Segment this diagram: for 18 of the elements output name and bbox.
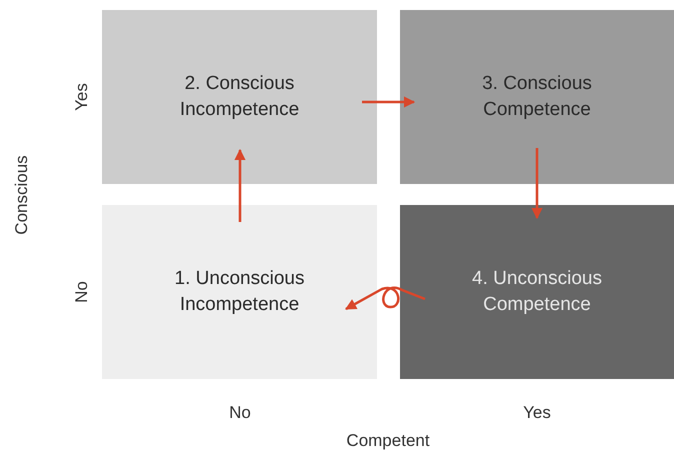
axis-value: Yes [523,403,551,423]
axis-title: Competent [346,431,430,451]
arrow [531,148,543,220]
arrow [345,286,426,310]
axis-title: Conscious [12,155,32,235]
arrow [362,96,416,108]
quadrant-label: 1. Unconscious Incompetence [174,267,306,317]
axis-value: No [72,281,92,303]
quadrant-box [102,205,377,379]
axis-value: No [229,403,251,423]
quadrant-label: 3. Conscious Competence [481,72,593,122]
quadrant-box [400,10,674,184]
arrow [234,148,246,222]
quadrant-box [102,10,377,184]
quadrant-box [400,205,674,379]
quadrant-label: 4. Unconscious Competence [471,267,603,317]
quadrant-label: 2. Conscious Incompetence [178,72,300,122]
axis-value: Yes [72,83,92,111]
